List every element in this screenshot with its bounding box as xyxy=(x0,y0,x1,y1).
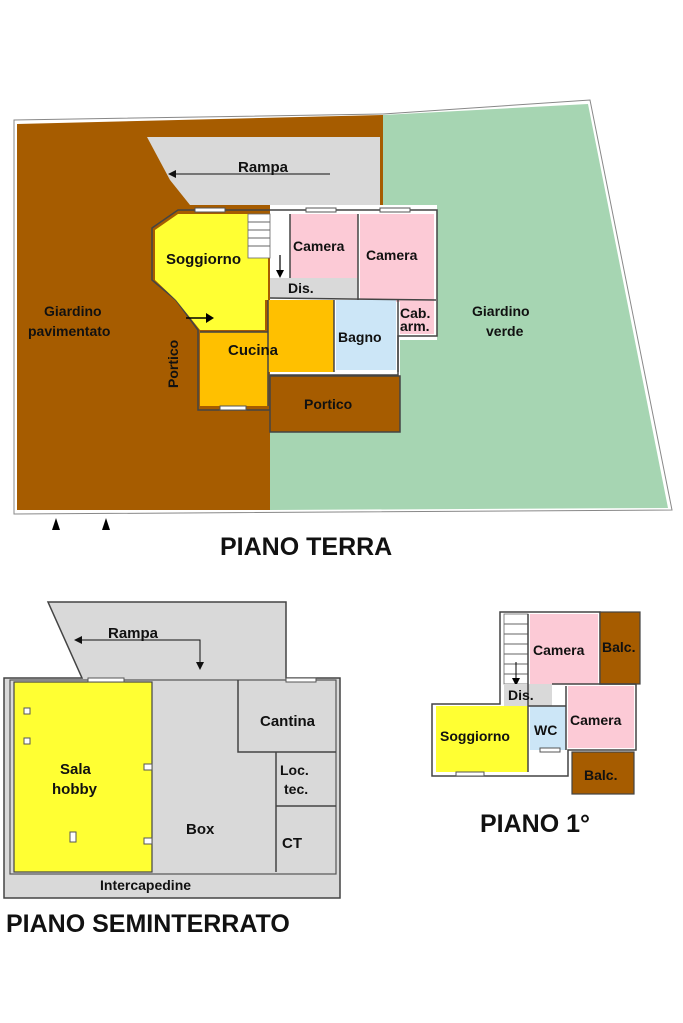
window xyxy=(305,207,337,213)
loc-label-1: Loc. xyxy=(280,762,309,778)
balc-area-1 xyxy=(600,612,640,684)
pillar xyxy=(23,737,31,745)
window xyxy=(539,747,561,753)
camera-room-1 xyxy=(290,214,358,278)
basement-inner-outline xyxy=(9,679,337,875)
stairs-ground xyxy=(247,213,284,278)
first-camera-room-2 xyxy=(568,686,634,748)
ground-floor-plan: Rampa Soggiorno Camera Camera Dis. Giard… xyxy=(13,99,673,561)
cantina-wall xyxy=(237,680,276,753)
sala-hobby-room xyxy=(14,682,152,872)
pillar xyxy=(23,707,31,715)
intercapedine-label: Intercapedine xyxy=(100,877,191,893)
ct-label: CT xyxy=(282,835,302,852)
portico-area xyxy=(270,376,400,432)
window xyxy=(285,677,317,683)
green-garden-area xyxy=(270,104,668,510)
wall xyxy=(269,297,437,301)
giardino-verde-label-2: verde xyxy=(486,323,524,339)
balc-outline-2 xyxy=(571,751,635,795)
pillar xyxy=(143,837,153,845)
camera-room-2 xyxy=(360,214,434,302)
ramp-arrowhead xyxy=(168,170,176,178)
cucina-room xyxy=(200,300,334,406)
basement-plan: Rampa Cantina Sala hobby Loc. tec. Box C… xyxy=(3,601,341,938)
first-soggiorno-room xyxy=(436,706,528,772)
wc-room xyxy=(530,706,566,750)
first-floor-plan: Camera Balc. Dis. Soggiorno WC Camera Ba… xyxy=(431,611,641,838)
portico-label: Portico xyxy=(304,396,352,412)
basement-ramp-arrowhead-left xyxy=(74,636,82,644)
first-floor-title: PIANO 1° xyxy=(480,810,590,838)
bagno-room xyxy=(336,300,396,370)
basement-title: PIANO SEMINTERRATO xyxy=(6,910,290,938)
loc-label-2: tec. xyxy=(284,781,308,797)
box-label: Box xyxy=(186,821,215,838)
balc-label-2: Balc. xyxy=(584,767,617,783)
stairs-first xyxy=(503,613,529,686)
first-soggiorno-label: Soggiorno xyxy=(440,728,510,744)
ramp-area xyxy=(147,137,380,205)
cantina-label: Cantina xyxy=(260,713,316,730)
gate-marker xyxy=(102,518,110,530)
first-camera-label-1: Camera xyxy=(533,642,585,658)
cab-label-1: Cab. xyxy=(400,305,430,321)
cucina-label: Cucina xyxy=(228,342,279,359)
portico-outline xyxy=(269,375,401,433)
rampa-label: Rampa xyxy=(238,159,289,176)
gate-marker xyxy=(52,518,60,530)
window xyxy=(87,677,125,683)
ground-floor-title: PIANO TERRA xyxy=(220,533,392,561)
basement-ramp-arrow xyxy=(76,639,201,664)
window xyxy=(194,207,226,213)
balc-label-1: Balc. xyxy=(602,639,635,655)
sala-label-1: Sala xyxy=(60,761,92,778)
camera-label-2: Camera xyxy=(366,247,418,263)
sala-hobby-outline xyxy=(13,681,153,873)
lot-outline xyxy=(13,99,673,515)
sala-label-2: hobby xyxy=(52,781,98,798)
soggiorno-room xyxy=(155,214,268,330)
first-camera-label-2: Camera xyxy=(570,712,622,728)
dis-label: Dis. xyxy=(288,280,314,296)
entrance-arrowhead xyxy=(206,313,214,323)
giardino-pav-label-2: pavimentato xyxy=(28,323,110,339)
balc-area-2 xyxy=(572,752,634,794)
camera-label-1: Camera xyxy=(293,238,345,254)
pillar xyxy=(143,763,153,771)
first-dis-label: Dis. xyxy=(508,687,534,703)
dis-area xyxy=(270,278,358,298)
window xyxy=(455,771,485,777)
soggiorno-label: Soggiorno xyxy=(166,251,241,268)
window xyxy=(219,405,247,411)
giardino-verde-label-1: Giardino xyxy=(472,303,530,319)
cab-label-2: arm. xyxy=(400,318,430,334)
cab-arm-room xyxy=(400,302,434,334)
basement-ramp-arrowhead-down xyxy=(196,662,204,670)
basement-rampa-label: Rampa xyxy=(108,625,159,642)
basement-outline xyxy=(3,601,341,899)
first-camera-room-1 xyxy=(530,614,598,684)
wc-label: WC xyxy=(534,722,557,738)
portico-vertical-label: Portico xyxy=(165,340,181,388)
portico-vertical-area xyxy=(150,285,196,410)
pillar xyxy=(69,831,77,843)
bagno-label: Bagno xyxy=(338,329,382,345)
giardino-pav-label-1: Giardino xyxy=(44,303,102,319)
window xyxy=(379,207,411,213)
